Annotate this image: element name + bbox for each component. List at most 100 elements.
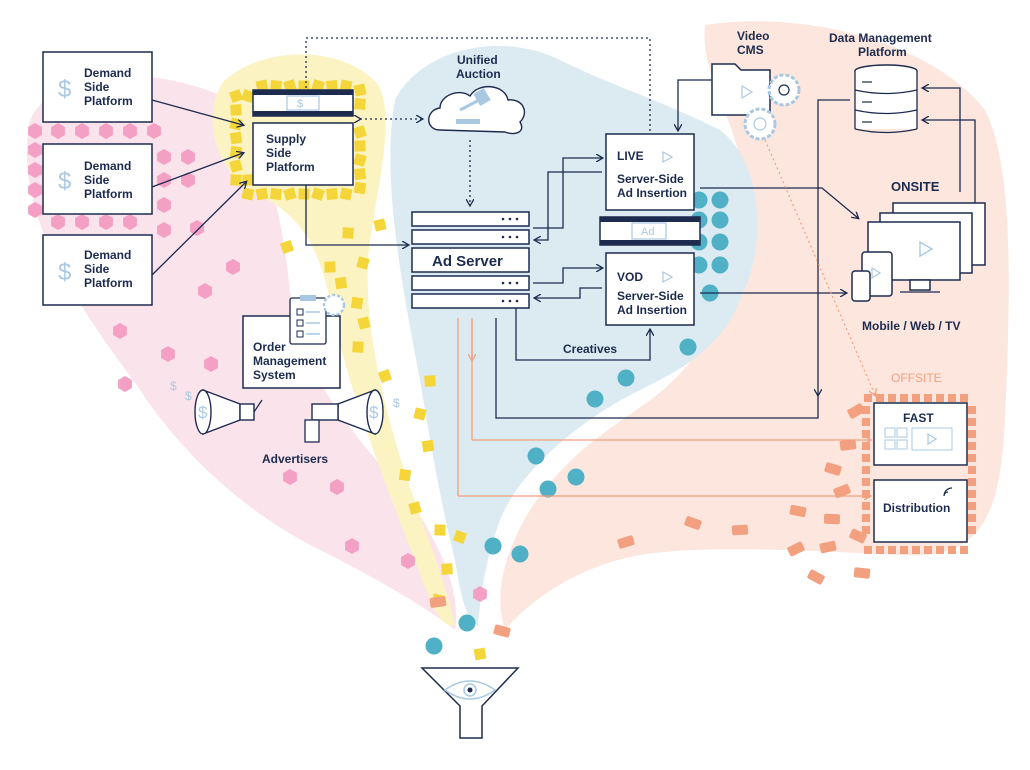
teal-dot [711, 233, 729, 251]
pink-hexagon [99, 123, 113, 139]
coral-square [924, 394, 932, 402]
coral-square [968, 430, 976, 438]
dsp-label-line2: Side [84, 80, 110, 94]
yellow-square [356, 256, 370, 270]
pink-hexagon-particles [28, 123, 487, 602]
dmp-line2: Platform [858, 45, 907, 59]
yellow-square [255, 187, 269, 201]
coral-square [862, 526, 870, 534]
pink-hexagon [190, 220, 204, 236]
yellow-square [283, 187, 297, 201]
oms-line2: Management [253, 354, 326, 368]
yellow-square [353, 167, 367, 181]
coral-square [924, 546, 932, 554]
distribution-label: Distribution [883, 501, 950, 515]
onsite-devices: ONSITE Mobile / Web / TV [851, 179, 986, 333]
pink-hexagon [28, 182, 42, 198]
creatives-label: Creatives [563, 342, 617, 356]
coral-rect [819, 540, 837, 554]
yellow-square [350, 296, 364, 310]
ssp-label-line2: Side [266, 146, 292, 160]
ssai-label-line2: Ad Insertion [617, 186, 687, 200]
pink-hexagon [28, 123, 42, 139]
coral-square [862, 490, 870, 498]
coral-rect [807, 569, 825, 585]
yellow-square [229, 131, 243, 145]
yellow-square [230, 174, 242, 186]
ad-film-strip: Ad [599, 216, 701, 246]
coral-square [936, 546, 944, 554]
coral-rect [833, 484, 851, 498]
gear-icon [743, 107, 777, 141]
live-ssai: LIVE Server-Side Ad Insertion [605, 133, 695, 211]
onsite-label: ONSITE [891, 179, 940, 194]
funnel-eye-icon [420, 667, 520, 739]
pink-hexagon [181, 172, 195, 188]
yellow-square [353, 181, 367, 195]
video-cms-line2: CMS [737, 43, 764, 57]
pink-hexagon [28, 142, 42, 158]
coral-square [862, 418, 870, 426]
yellow-square [324, 261, 336, 273]
ssai-label-line1: Server-Side [617, 172, 684, 186]
yellow-square [339, 187, 353, 201]
coral-square [912, 394, 920, 402]
svg-text:$: $ [185, 389, 192, 403]
pink-hexagon [157, 222, 171, 238]
coral-square [968, 442, 976, 450]
pink-hexagon [99, 214, 113, 230]
teal-dot [527, 447, 545, 465]
dmp-line1: Data Management [829, 31, 932, 45]
ad-server-label: Ad Server [432, 253, 503, 270]
demand-side-platform-1: $ Demand Side Platform [42, 51, 153, 123]
pink-hexagon [113, 323, 127, 339]
video-cms: Video CMS [678, 29, 801, 141]
dsp-label-line1: Demand [84, 66, 131, 80]
pink-hexagon [161, 346, 175, 362]
yellow-square [424, 375, 436, 387]
unified-auction: Unified Auction [428, 53, 526, 135]
yellow-square [241, 187, 255, 201]
yellow-square [354, 98, 366, 110]
yellow-square [434, 524, 446, 536]
coral-rect [824, 462, 842, 476]
pink-hexagon [330, 479, 344, 495]
dsp-label-line2: Side [84, 262, 110, 276]
live-label: LIVE [617, 149, 644, 163]
coral-rect [847, 403, 865, 419]
pink-hexagon [123, 123, 137, 139]
oms-line3: System [253, 368, 296, 382]
wifi-icon [943, 487, 953, 497]
teal-dot [539, 480, 557, 498]
ad-strip-label: Ad [641, 226, 654, 238]
svg-text:$: $ [198, 403, 208, 422]
coral-rect [429, 596, 447, 608]
yellow-square [230, 104, 242, 116]
dsp-label-line2: Side [84, 173, 110, 187]
yellow-square [241, 89, 255, 103]
coral-square [968, 502, 976, 510]
yellow-square [408, 501, 422, 515]
pink-hexagon [401, 553, 415, 569]
unified-auction-line1: Unified [457, 53, 498, 67]
demand-side-platform-3: $ Demand Side Platform [42, 234, 153, 306]
ssp-label-line1: Supply [266, 132, 306, 146]
ad-server-to-offsite-arrows [457, 318, 870, 496]
yellow-square [353, 125, 367, 139]
coral-square [936, 394, 944, 402]
coral-rect [853, 567, 871, 579]
pink-hexagon [157, 197, 171, 213]
yellow-square [441, 563, 453, 575]
coral-square [862, 514, 870, 522]
yellow-square [353, 83, 367, 97]
pink-hexagon [226, 259, 240, 275]
coral-square [968, 478, 976, 486]
yellow-square [334, 276, 348, 290]
ssp-label-line3: Platform [266, 160, 315, 174]
offsite: OFFSITE FAST Distribution [764, 139, 976, 554]
yellow-square [352, 341, 364, 353]
folder-icon [711, 63, 771, 116]
yellow-square [311, 187, 325, 201]
fast-label: FAST [903, 411, 934, 425]
